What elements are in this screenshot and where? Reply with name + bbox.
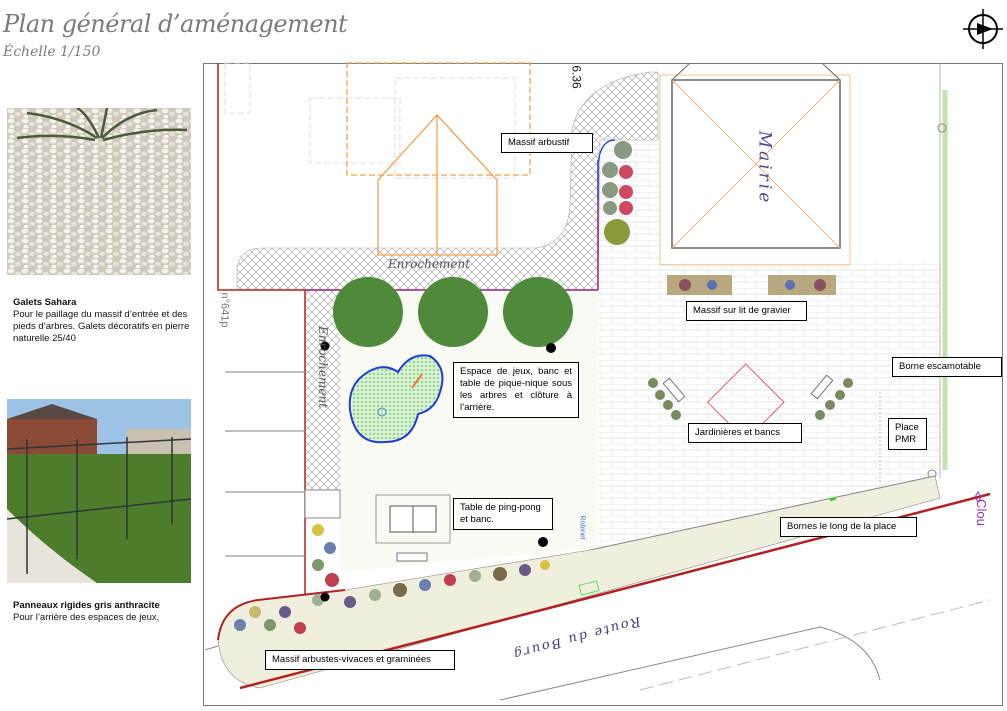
flower-border-south: [234, 524, 550, 634]
label-bornes-place: Bornes le long de la place: [780, 517, 917, 537]
enrochement-west: [305, 290, 340, 490]
legend-text: Pour l’arrière des espaces de jeux,: [13, 612, 160, 623]
legend-item-panneaux: Panneaux rigides gris anthracite Pour l’…: [13, 600, 193, 624]
legend-title: Panneaux rigides gris anthracite: [13, 600, 160, 611]
enrochement-north: [236, 71, 659, 291]
label-massif-vivaces: Massif arbustes-vivaces et graminées: [265, 650, 455, 670]
label-borne-escamotable: Borne escamotable: [892, 357, 1002, 377]
label-espace-jeux: Espace de jeux, banc et table de pique-n…: [453, 362, 579, 418]
panneaux-rigides-photo: [7, 399, 191, 583]
shrub-massif: [602, 141, 633, 245]
scale-label: Échelle 1/150: [3, 44, 101, 60]
robinet-label: Robinet: [578, 515, 586, 540]
legend-item-galets: Galets Sahara Pour le paillage du massif…: [13, 297, 193, 345]
enrochement-label-west: Enrochement: [316, 325, 331, 409]
enrochement-label-north: Enrochement: [388, 257, 471, 271]
label-massif-arbustif: Massif arbustif: [501, 133, 593, 153]
clou-label: Clou: [973, 499, 989, 526]
tree: [418, 277, 488, 347]
tree: [333, 277, 403, 347]
label-ping-pong: Table de ping-pong et banc.: [453, 498, 553, 530]
galets-sahara-photo: [7, 108, 191, 275]
paved-square: [598, 140, 940, 562]
mairie-label: Mairie: [754, 130, 775, 206]
page-title: Plan général d’aménagement: [3, 10, 348, 38]
label-place-pmr: Place PMR: [888, 418, 927, 450]
label-massif-gravier: Massif sur lit de gravier: [686, 301, 807, 321]
flower-border-mairie: [667, 275, 836, 295]
parcel-label: n°641p: [218, 292, 231, 328]
north-arrow-icon: [963, 9, 1003, 49]
legend-title: Galets Sahara: [13, 297, 77, 308]
label-jardinieres: Jardinières et bancs: [688, 423, 802, 443]
legend-text: Pour le paillage du massif d’entrée et d…: [13, 309, 190, 344]
elevation-label: 6.36: [569, 65, 584, 89]
tree: [503, 277, 573, 347]
